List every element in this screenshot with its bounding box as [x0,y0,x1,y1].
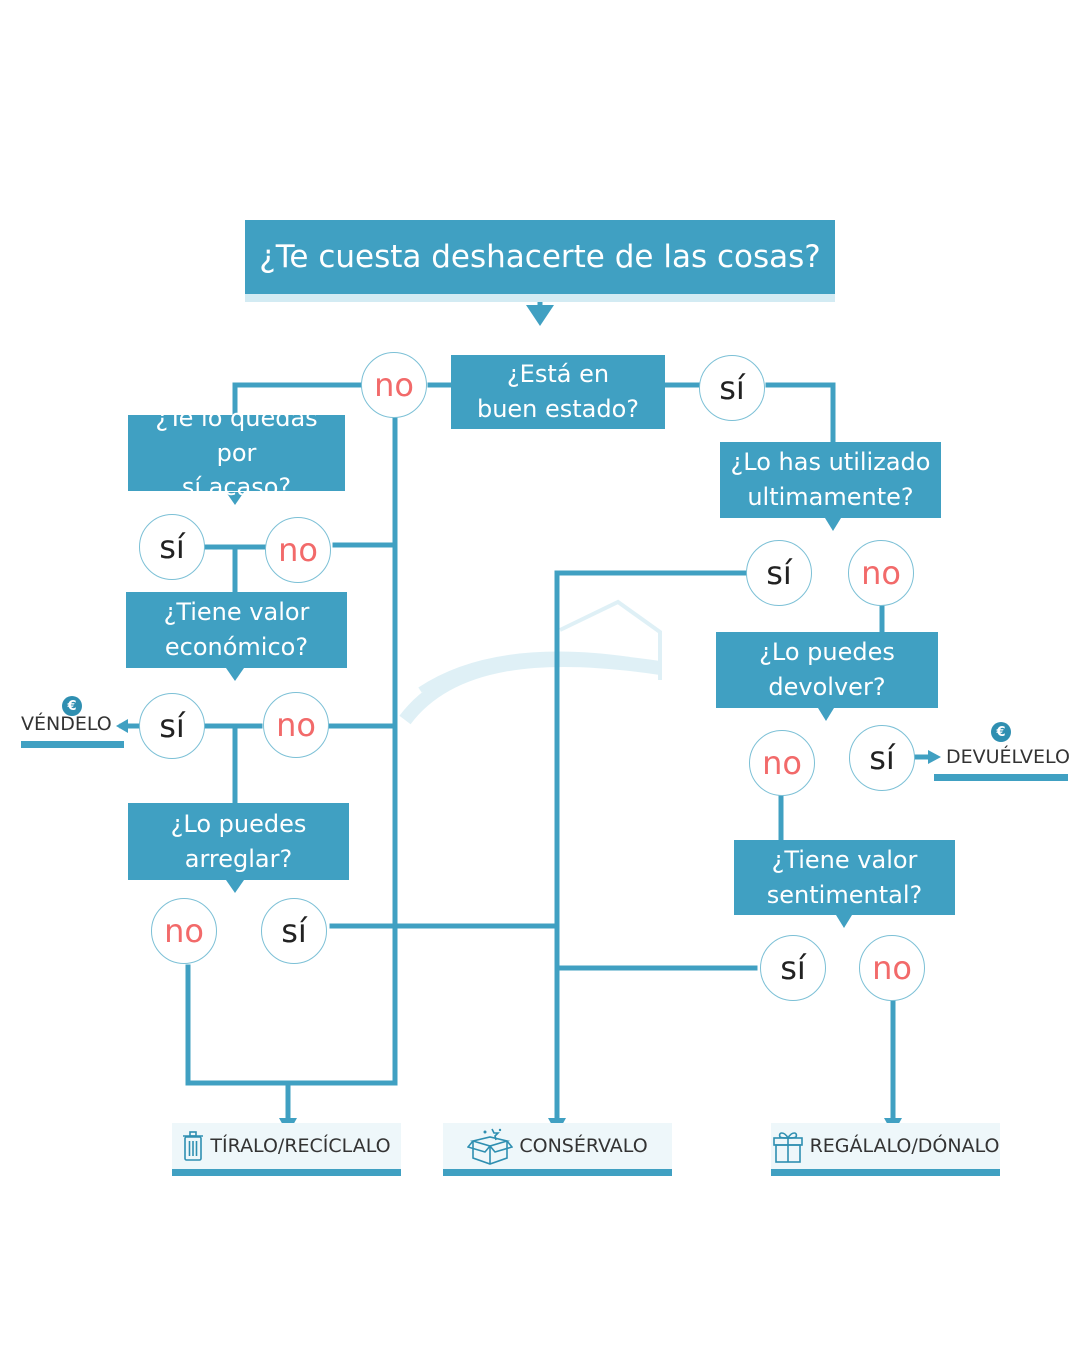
question-valor-economico: ¿Tiene valor económico? [126,592,347,668]
answer-no-arreglar: no [151,898,217,964]
answer-yes-valor-sentimental: sí [760,935,826,1001]
answer-yes-devolver: sí [849,725,915,791]
answer-no-devolver: no [749,730,815,796]
trash-icon [182,1130,204,1162]
answer-yes-buen-estado: sí [699,355,765,421]
arrowheads [116,305,941,1134]
answer-yes-arreglar: sí [261,898,327,964]
question-buen-estado: ¿Está en buen estado? [451,355,665,429]
watermark-logo [399,599,662,725]
question-arreglar: ¿Lo puedes arreglar? [128,803,349,880]
question-utilizado: ¿Lo has utilizado ultimamente? [720,442,941,518]
answer-no-utilizado: no [848,540,914,606]
euro-icon: € [62,696,82,716]
answer-no-buen-estado: no [361,352,427,418]
question-devolver: ¿Lo puedes devolver? [716,632,938,708]
outcome-vendelo-label: VÉNDELO [21,713,112,735]
euro-icon: € [991,722,1011,742]
question-por-si-acaso: ¿Te lo quedas por sí acaso? [128,404,345,501]
answer-yes-valor-economico: sí [139,693,205,759]
outcome-regalalo: REGÁLALO/DÓNALO [771,1123,1000,1176]
answer-no-valor-economico: no [263,692,329,758]
box-icon [467,1127,514,1165]
outcome-conservalo: CONSÉRVALO [443,1123,672,1176]
outcome-devuelvelo-label: DEVUÉLVELO [946,746,1070,768]
outcome-tiralo-label: TÍRALO/RECÍCLALO [210,1135,391,1157]
answer-no-valor-sentimental: no [859,935,925,1001]
answer-yes-utilizado: sí [746,540,812,606]
outcome-regalalo-label: REGÁLALO/DÓNALO [809,1135,1000,1157]
page-title: ¿Te cuesta deshacerte de las cosas? [245,220,835,302]
question-valor-sentimental: ¿Tiene valor sentimental? [734,840,955,915]
outcome-devuelvelo: DEVUÉLVELO [934,740,1070,781]
answer-no-por-si-acaso: no [265,517,331,583]
gift-icon [772,1129,804,1163]
outcome-tiralo: TÍRALO/RECÍCLALO [172,1123,401,1176]
outcome-conservalo-label: CONSÉRVALO [519,1135,648,1157]
outcome-vendelo: VÉNDELO [21,707,124,748]
answer-yes-por-si-acaso: sí [139,514,205,580]
